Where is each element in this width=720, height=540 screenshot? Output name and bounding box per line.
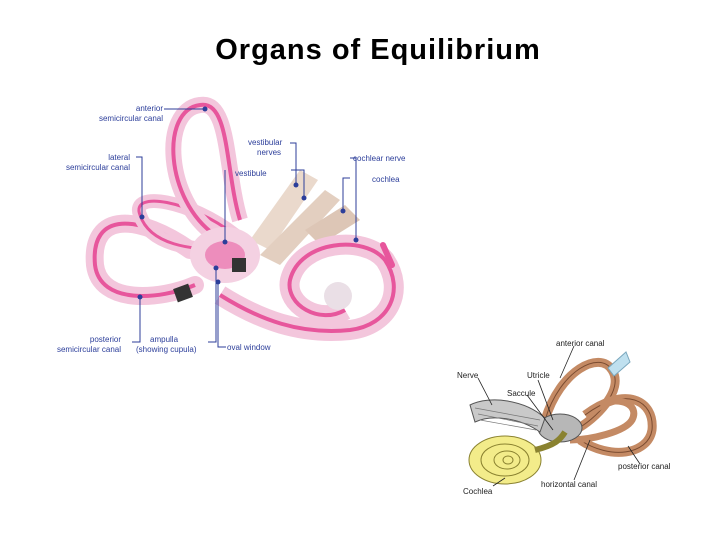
label-posterior-line1: posterior: [90, 335, 121, 344]
cochlear-nerve-shape: [305, 205, 360, 245]
label-lateral-line2: semicircular canal: [66, 163, 130, 172]
labyrinth-sketch: anterior canal Nerve Utricle Saccule pos…: [457, 339, 671, 496]
leader-lines: [132, 108, 357, 348]
label-cochlear-nerve: cochlear nerve: [353, 154, 406, 163]
cochlea-sketch: [468, 435, 542, 485]
anterior-canal-duct: [171, 102, 242, 237]
label-posterior-line2: semicircular canal: [57, 345, 121, 354]
label-saccule: Saccule: [507, 389, 536, 398]
inner-ear-illustration: anterior semicircular canal vestibular n…: [57, 96, 406, 354]
label-cochlea: cochlea: [372, 175, 400, 184]
leader-dots: [137, 106, 359, 300]
label-lateral-line1: lateral: [108, 153, 130, 162]
label-vestibular-line1: vestibular: [248, 138, 283, 147]
vestibular-nerve-lower: [260, 190, 340, 265]
label-horizontal-canal: horizontal canal: [541, 480, 597, 489]
ampulla-shape: [173, 283, 193, 303]
label-nerve: Nerve: [457, 371, 479, 380]
label-anterior-line1: anterior: [136, 104, 163, 113]
label-ampulla-line1: ampulla: [150, 335, 179, 344]
label-vestibular-line2: nerves: [257, 148, 281, 157]
page-title: Organs of Equilibrium: [215, 34, 541, 66]
horizontal-canal-sketch: [569, 397, 638, 444]
label-ampulla-line2: (showing cupula): [136, 345, 197, 354]
label-anterior-canal: anterior canal: [556, 339, 605, 348]
label-vestibule: vestibule: [235, 169, 267, 178]
posterior-canal-sketch: [577, 394, 657, 457]
label-oval-window: oval window: [227, 343, 271, 352]
label-cochlea-sketch: Cochlea: [463, 487, 493, 496]
oval-window-shape: [232, 258, 246, 272]
label-posterior-canal: posterior canal: [618, 462, 671, 471]
cochlear-duct: [218, 242, 396, 333]
label-anterior-line2: semicircular canal: [99, 114, 163, 123]
sketch-leader-lines: [477, 345, 641, 487]
vestibular-nerve-upper: [250, 170, 318, 250]
label-utricle: Utricle: [527, 371, 550, 380]
